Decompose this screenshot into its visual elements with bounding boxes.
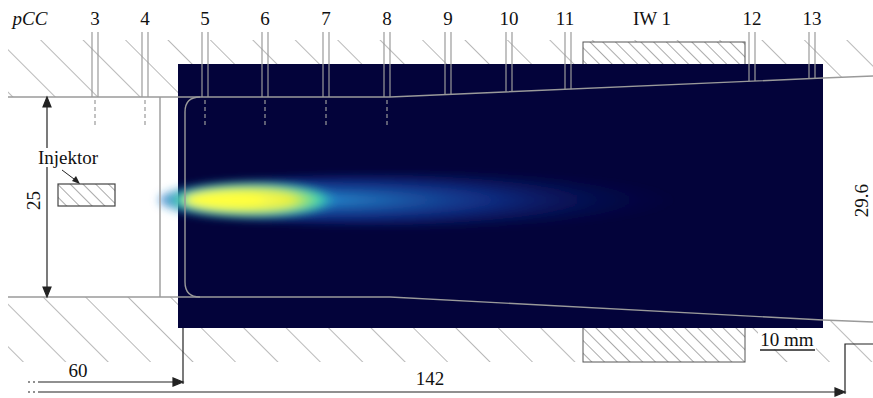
- pressure-tap: [201, 32, 202, 97]
- pressure-tap: [322, 32, 323, 97]
- scale-bar: [760, 349, 815, 351]
- tap-number: 10: [498, 9, 521, 28]
- tap-number: 12: [741, 9, 764, 28]
- pressure-tap: [814, 32, 815, 78]
- tap-number: 3: [88, 9, 102, 28]
- pressure-tap: [754, 32, 755, 81]
- arrow-head: [72, 176, 80, 184]
- injector: [58, 184, 115, 206]
- dimension: 60: [67, 361, 90, 380]
- arrow-head: [43, 287, 51, 297]
- extension-line: [845, 344, 873, 394]
- pressure-tap: [748, 32, 749, 81]
- dimension-line: [40, 381, 176, 382]
- pressure-tap: [389, 32, 390, 97]
- dimension: 25: [24, 189, 43, 212]
- pressure-tap: [564, 32, 565, 89]
- tap-number: 7: [319, 9, 333, 28]
- flame-core: [155, 180, 345, 220]
- pressure-tap: [91, 32, 92, 97]
- chamber-inlet: [185, 97, 200, 297]
- extension-line: [182, 328, 183, 384]
- pressure-tap: [444, 32, 445, 94]
- pressure-tap: [570, 32, 571, 89]
- chamber-wall: [8, 297, 873, 322]
- tap-axis: [144, 100, 145, 125]
- pressure-tap: [267, 32, 268, 97]
- tap-number: 13: [801, 9, 824, 28]
- part-name: Injektor: [36, 148, 100, 167]
- flame-core: [185, 191, 265, 209]
- dimension: 29.6: [853, 181, 872, 218]
- pressure-tap: [261, 32, 262, 97]
- pressure-tap: [207, 32, 208, 97]
- dimension-line: [28, 391, 40, 392]
- arrow-head: [835, 388, 845, 396]
- pressure-tap: [147, 32, 148, 97]
- pressure-tap: [328, 32, 329, 97]
- tap-axis: [94, 100, 95, 125]
- dimension-line: [28, 381, 40, 382]
- tap-number: 5: [198, 9, 212, 28]
- pressure-tap: [97, 32, 98, 97]
- tap-axis: [386, 100, 387, 125]
- pressure-tap: [141, 32, 142, 97]
- pressure-tap: [808, 32, 809, 78]
- window-name: IW 1: [631, 9, 673, 28]
- tap-axis: [264, 100, 265, 125]
- tap-number: 6: [258, 9, 272, 28]
- tap-number: 4: [138, 9, 152, 28]
- chamber-step: [159, 97, 160, 297]
- tap-axis: [204, 100, 205, 125]
- tap-number: 8: [380, 9, 394, 28]
- arrow-head: [43, 97, 51, 107]
- scale-label: 10 mm: [758, 330, 815, 349]
- tap-axis: [325, 100, 326, 125]
- pressure-tap: [505, 32, 506, 92]
- pressure-tap: [450, 32, 451, 94]
- tap-number: 11: [554, 9, 576, 28]
- pressure-tap: [511, 32, 512, 92]
- tap-number: 9: [441, 9, 455, 28]
- chamber-wall: [8, 76, 873, 97]
- dimension-line: [46, 103, 47, 291]
- pressure-symbol: pCC: [11, 9, 50, 28]
- arrow-head: [173, 378, 183, 386]
- pressure-tap: [383, 32, 384, 97]
- dimension-line: [40, 391, 838, 392]
- dimension: 142: [414, 369, 447, 388]
